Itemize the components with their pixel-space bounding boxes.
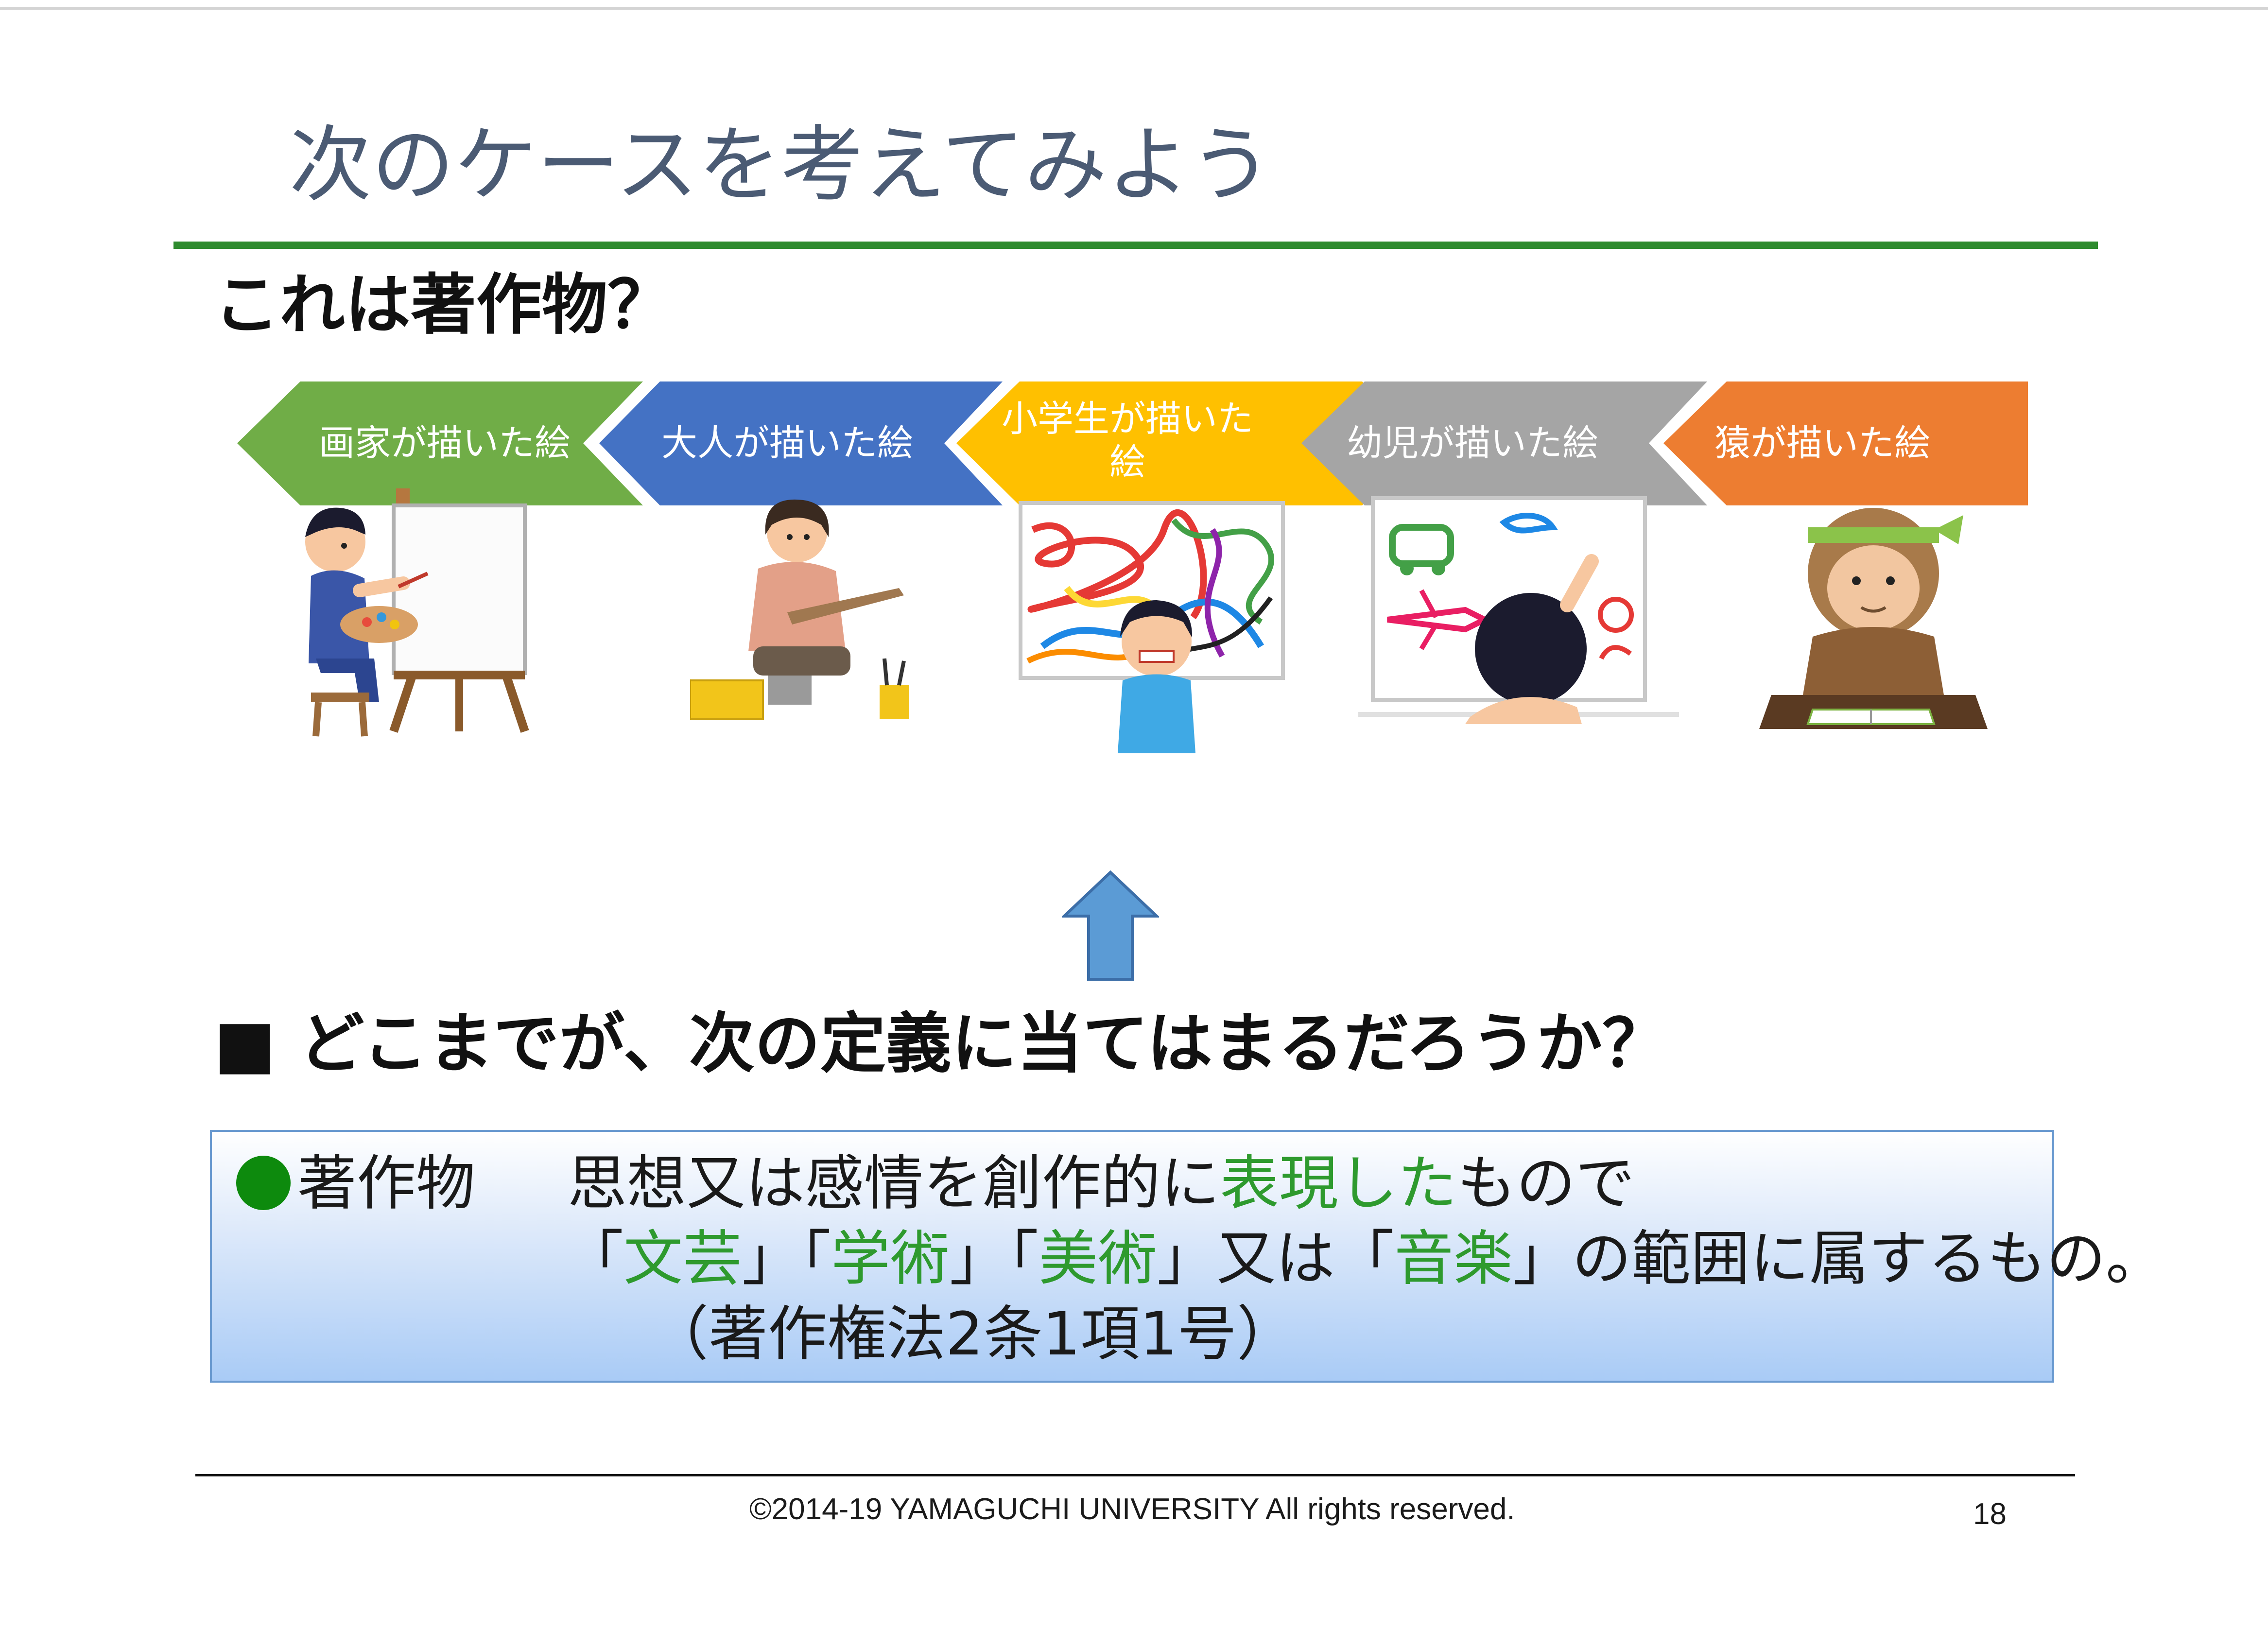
legal-citation: （著作権法2条1項1号） — [649, 1300, 1296, 1369]
definition-box: 著作物思想又は感情を創作的に表現したもので 「文芸」「学術」「美術」又は「音楽」… — [210, 1130, 2165, 1383]
painter-illustration — [305, 488, 529, 737]
slide-title: 次のケースを考えてみよう — [289, 117, 1273, 213]
case-label-toddler: 幼児が描いた絵 — [1347, 422, 1598, 464]
field-literature: 文芸 — [623, 1224, 742, 1293]
case-label-schoolchild: 小学生が描いた 絵 — [1002, 398, 1253, 483]
adult-sketching-illustration — [690, 499, 909, 720]
field-music: 音楽 — [1394, 1224, 1513, 1293]
definition-text: 思想又は感情を創作的に — [568, 1149, 1220, 1218]
question-heading: これは著作物？ — [214, 267, 673, 343]
case-chevron-schoolchild — [956, 381, 1423, 505]
definition-text: もので — [1457, 1149, 1635, 1218]
case-arrow-strip — [237, 381, 2028, 505]
case-chevron-toddler — [1301, 381, 1707, 505]
highlight-expressed: 表現した — [1220, 1149, 1457, 1218]
definition-line-2: 「文芸」「学術」「美術」又は「音楽」の範囲に属するもの。 — [564, 1224, 2165, 1293]
title-underline — [173, 242, 2098, 249]
copyright-notice: ©2014-19 YAMAGUCHI UNIVERSITY All rights… — [749, 1492, 1515, 1526]
toddler-drawing-illustration — [1358, 496, 1679, 724]
top-border — [0, 7, 2268, 10]
monkey-illustration — [1759, 508, 1988, 729]
definition-term: 著作物 — [297, 1149, 475, 1218]
page-number: 18 — [1973, 1497, 2007, 1531]
up-arrow-icon — [1062, 870, 1159, 981]
case-label-painter: 画家が描いた絵 — [319, 422, 571, 464]
case-chevron-adult — [599, 381, 1003, 505]
prompt-heading: ■ どこまでが、次の定義に当てはまるだろうか？ — [214, 1006, 1668, 1082]
bullet-dot-icon — [236, 1155, 291, 1210]
case-label-adult: 大人が描いた絵 — [661, 422, 913, 464]
case-chevron-painter — [237, 381, 643, 505]
footer-divider — [195, 1474, 2075, 1476]
field-science: 学術 — [831, 1224, 950, 1293]
case-chevron-monkey — [1663, 381, 2028, 505]
field-art: 美術 — [1039, 1224, 1157, 1293]
definition-line-1: 著作物思想又は感情を創作的に表現したもので — [236, 1154, 1635, 1215]
schoolchild-scribble-illustration — [1019, 501, 1285, 753]
case-label-monkey: 猿が描いた絵 — [1714, 422, 1930, 464]
